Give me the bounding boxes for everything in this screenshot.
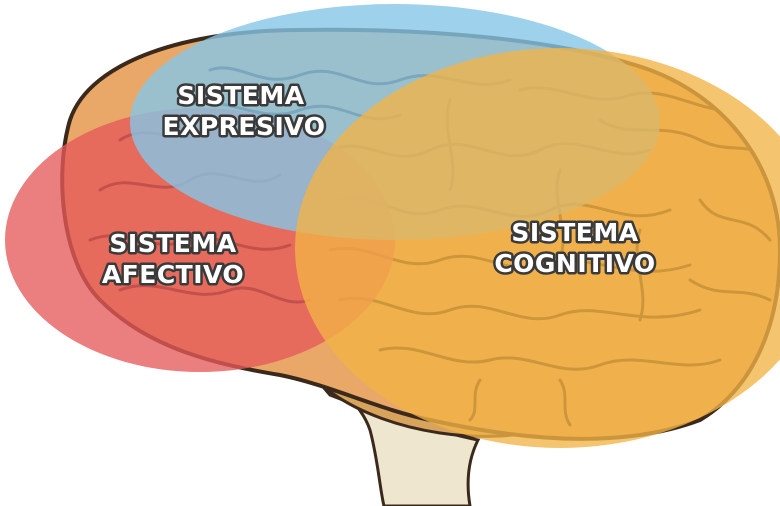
label-cognitivo-line1: SISTEMA [511, 218, 638, 247]
label-afectivo-line2: AFECTIVO [102, 260, 244, 289]
label-expresivo-line2: EXPRESIVO [163, 112, 326, 141]
label-afectivo-line1: SISTEMA [109, 229, 236, 258]
label-expresivo-line1: SISTEMA [177, 81, 304, 110]
label-cognitivo-line2: COGNITIVO [494, 249, 655, 278]
